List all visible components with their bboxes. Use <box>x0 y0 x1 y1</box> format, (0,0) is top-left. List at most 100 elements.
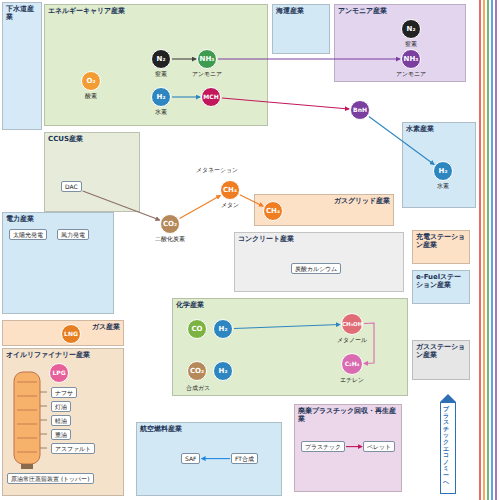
substance-circle: N₂窒素 <box>401 19 421 39</box>
industry-panel: エネルギーキャリア産業O₂酸素N₂窒素NH₃アンモニアH₂水素MCH <box>44 4 268 126</box>
substance-circle: NH₃アンモニア <box>197 49 217 69</box>
column-tray <box>17 382 37 383</box>
substance-caption: アンモニア <box>177 71 237 78</box>
process-box: 原油常圧蒸留装置 (トッパー) <box>7 473 94 484</box>
flow-connector <box>240 195 263 206</box>
panel-title: 化学産業 <box>176 301 404 309</box>
utility-line <box>491 0 493 500</box>
process-box: 風力発電 <box>57 229 89 240</box>
process-box: SAF <box>181 453 200 464</box>
substance-caption: 窒素 <box>381 41 441 48</box>
process-label: 原油常圧蒸留装置 (トッパー) <box>11 475 90 482</box>
process-label: プラスチック <box>305 443 341 450</box>
panel-title: ガスステーション産業 <box>416 343 466 359</box>
flow-connector <box>234 324 340 328</box>
flow-connector <box>180 195 221 218</box>
process-box: 重油 <box>51 429 71 440</box>
substance-symbol: C₂H₄ <box>342 354 362 374</box>
substance-symbol: H₂ <box>214 320 232 338</box>
product-leader <box>40 420 47 421</box>
flow-connector <box>201 458 230 459</box>
substance-caption: 窒素 <box>131 71 191 78</box>
flow-connector <box>172 58 196 59</box>
flow-connector <box>364 323 374 363</box>
process-label: ペレット <box>367 443 391 450</box>
process-box: 炭酸カルシウム <box>291 263 341 274</box>
panel-title: CCUS産業 <box>48 135 136 143</box>
process-box: プラスチック <box>301 441 345 452</box>
substance-caption: アンモニア <box>381 71 441 78</box>
panel-title: アンモニア産業 <box>338 7 462 15</box>
industry-panel: 廃棄プラスチック回収・再生産業プラスチックペレット <box>294 404 402 492</box>
industry-panel: e-Fuelステーション産業 <box>412 270 470 304</box>
industry-panel: 化学産業COH₂CO₂H₂CH₃OHメタノールC₂H₄エチレン <box>172 298 408 396</box>
flow-connector <box>83 191 160 220</box>
utility-line <box>487 0 489 500</box>
process-label: アスファルト <box>55 445 91 452</box>
substance-circle: H₂ <box>213 361 233 381</box>
substance-caption: 二酸化炭素 <box>140 236 200 243</box>
substance-caption: エチレン <box>322 377 382 384</box>
product-leader <box>40 448 47 449</box>
substance-circle: H₂ <box>213 319 233 339</box>
utility-line <box>479 0 481 500</box>
note-label: 合成ガス <box>186 384 210 391</box>
product-leader <box>40 392 47 393</box>
flow-connector <box>369 117 434 165</box>
substance-circle: CH₃OHメタノール <box>341 313 363 335</box>
panel-title: 下水道産業 <box>6 5 38 21</box>
industry-panel: アンモニア産業 N₂窒素 NH₃ アンモニア <box>334 4 466 82</box>
substance-circle: CH₄メタン <box>220 180 240 200</box>
industry-panel: オイルリファイナリー産業LPG原油常圧蒸留装置 (トッパー)ナフサ灯油軽油重油ア… <box>2 348 124 496</box>
substance-symbol: CO₂ <box>161 215 179 233</box>
industry-panel: CCUS産業 DAC <box>44 132 140 212</box>
flow-connector <box>218 58 400 59</box>
industry-panel: 電力産業太陽光発電風力発電 <box>2 212 114 314</box>
process-box: アスファルト <box>51 443 95 454</box>
substance-circle: MCH <box>201 87 221 107</box>
process-label: 重油 <box>55 431 67 438</box>
industry-panel: 水素産業H₂水素 <box>402 122 476 208</box>
flow-arrow-box: プラスチックエコノミーへ <box>440 402 456 494</box>
substance-circle: C₂H₄エチレン <box>341 353 363 375</box>
process-box: 太陽光発電 <box>9 229 47 240</box>
industry-panel: コンクリート産業炭酸カルシウム <box>234 232 404 292</box>
product-leader <box>40 406 47 407</box>
substance-symbol: O₂ <box>82 72 100 90</box>
substance-caption: メタン <box>200 202 260 209</box>
panel-title: ガスグリッド産業 <box>258 197 390 205</box>
substance-symbol: LPG <box>50 364 68 382</box>
substance-circle: BnH <box>350 100 370 120</box>
arrow-head <box>440 394 456 402</box>
process-label: FT合成 <box>235 455 254 462</box>
industry-panel: 航空燃料産業SAFFT合成 <box>136 422 282 496</box>
industry-panel: ガスグリッド産業CH₄ <box>254 194 394 226</box>
process-label: DAC <box>65 183 78 190</box>
process-box: DAC <box>61 181 82 192</box>
substance-symbol: CH₄ <box>264 202 282 220</box>
substance-symbol: NH₃ <box>402 50 420 68</box>
process-label: ナフサ <box>55 389 73 396</box>
process-box: FT合成 <box>231 453 258 464</box>
substance-caption: 水素 <box>413 183 473 190</box>
utility-line <box>483 0 485 500</box>
substance-symbol: CO <box>188 320 206 338</box>
note-label: メタネーション <box>196 166 238 173</box>
process-label: 太陽光発電 <box>13 231 43 238</box>
process-label: SAF <box>185 455 196 462</box>
panel-title: 海運産業 <box>276 7 326 15</box>
column-tray <box>17 438 37 439</box>
substance-circle: N₂窒素 <box>151 49 171 69</box>
substance-caption: メタノール <box>322 337 382 344</box>
distillation-column <box>14 372 40 464</box>
flow-connector <box>172 96 200 97</box>
panel-title: e-Fuelステーション産業 <box>416 273 466 289</box>
industry-panel: 下水道産業 <box>2 2 42 130</box>
panel-title: 充電ステーション産業 <box>416 233 466 249</box>
substance-symbol: LNG <box>62 325 80 343</box>
column-tray <box>17 410 37 411</box>
substance-symbol: H₂ <box>152 88 170 106</box>
industry-panel: 充電ステーション産業 <box>412 230 470 264</box>
process-box: ペレット <box>363 441 395 452</box>
process-box: 軽油 <box>51 415 71 426</box>
